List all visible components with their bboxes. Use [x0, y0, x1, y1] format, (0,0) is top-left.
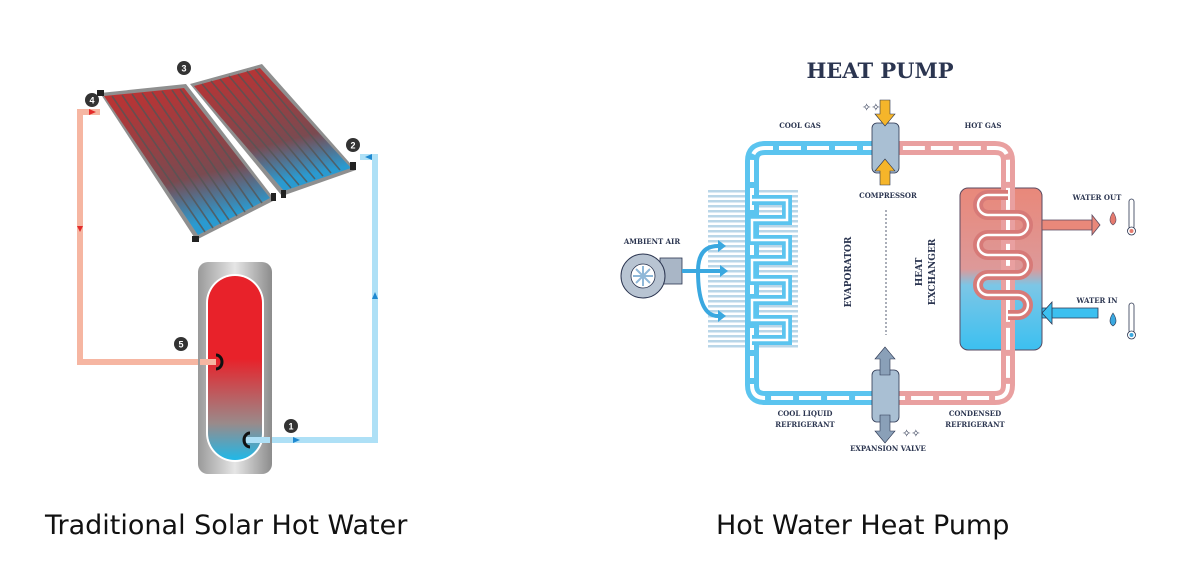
fan-icon: [620, 253, 683, 299]
badge-1: 1: [284, 419, 298, 433]
storage-tank: [198, 262, 272, 474]
badge-label: 3: [181, 64, 186, 74]
label-condensed-refrigerant: REFRIGERANT: [945, 420, 1005, 429]
arrow-up-icon: [874, 346, 896, 376]
compressor: ✧✧: [862, 99, 900, 186]
label-evaporator: EVAPORATOR: [844, 236, 854, 307]
badge-label: 2: [350, 141, 355, 151]
badge-4: 4: [85, 93, 99, 107]
water-out-arrow-icon: [1041, 219, 1093, 231]
label-water-out: WATER OUT: [1072, 193, 1122, 202]
expansion-valve: ✧✧: [871, 346, 920, 444]
label-exchanger: EXCHANGER: [928, 238, 938, 305]
heat-pump-diagram: HEAT PUMP: [620, 58, 1136, 453]
heat-pump-title: HEAT PUMP: [806, 58, 953, 83]
badge-label: 5: [178, 340, 183, 350]
label-cool-gas: COOL GAS: [779, 121, 821, 130]
label-hot-gas: HOT GAS: [965, 121, 1002, 130]
badge-2: 2: [346, 138, 360, 152]
label-condensed: CONDENSED: [949, 409, 1001, 418]
badge-3: 3: [177, 61, 191, 75]
solar-collector-left: [97, 84, 276, 242]
label-cool-liquid: COOL LIQUID: [778, 409, 833, 418]
label-expansion-valve: EXPANSION VALVE: [850, 444, 926, 453]
arrow-down-icon: [874, 414, 896, 444]
label-heat: HEAT: [915, 257, 925, 286]
solar-collector-right: [190, 64, 356, 198]
label-ambient-air: AMBIENT AIR: [623, 237, 680, 246]
hot-drop-icon: [1109, 211, 1117, 226]
heat-pump-caption: Hot Water Heat Pump: [716, 510, 1010, 541]
label-water-in: WATER IN: [1076, 296, 1119, 305]
badge-label: 1: [288, 422, 293, 432]
air-flow-arrows: [682, 244, 720, 318]
water-in-arrow-icon: [1041, 307, 1099, 319]
cold-drop-icon: [1109, 312, 1117, 327]
arrow-up-icon: [874, 158, 896, 186]
solar-diagram: 1 2 3 4 5: [77, 61, 378, 474]
flow-arrow-icon: [293, 154, 378, 443]
label-cool-liquid-refrigerant: REFRIGERANT: [775, 420, 835, 429]
thermometer-icon: [1128, 302, 1135, 334]
label-compressor: COMPRESSOR: [859, 191, 917, 200]
sparkle-icon: ✧✧: [902, 428, 920, 440]
arrow-down-icon: [874, 99, 896, 127]
badge-label: 4: [89, 96, 94, 106]
sparkle-icon: ✧✧: [862, 102, 880, 114]
badge-5: 5: [174, 337, 188, 351]
thermometer-icon: [1128, 198, 1135, 230]
solar-caption: Traditional Solar Hot Water: [45, 510, 408, 541]
